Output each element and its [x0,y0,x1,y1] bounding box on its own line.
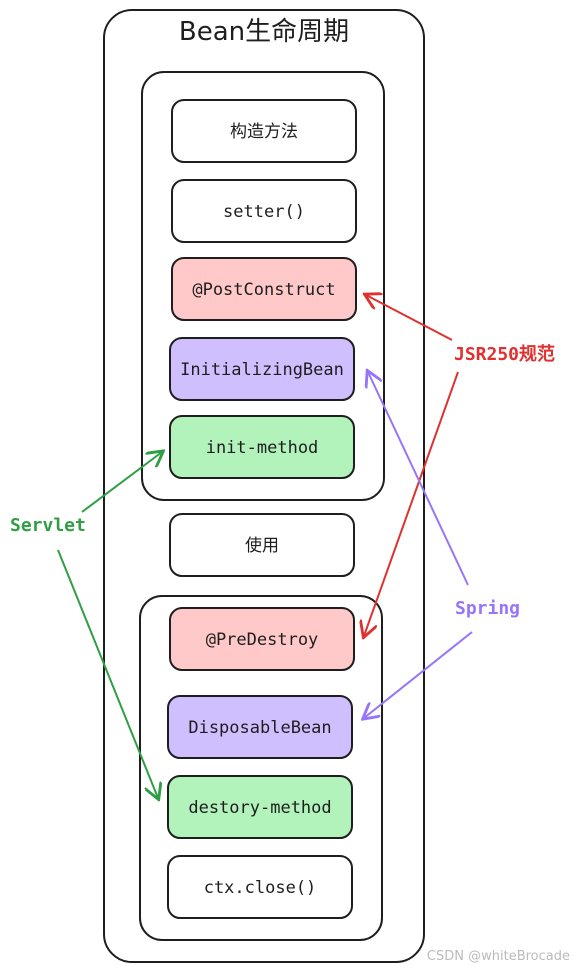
box-destory-method: destory-method [167,775,353,839]
servlet-label: Servlet [10,515,86,536]
box-pre-destroy: @PreDestroy [169,607,355,671]
spring-arrow-to-initializing-bean [368,372,469,586]
jsr250-arrow-to-post-construct [366,295,453,341]
box-constructor: 构造方法 [171,99,357,163]
box-ctx-close: ctx.close() [167,855,353,919]
box-disposable-bean-label: DisposableBean [188,718,331,738]
jsr250-label: JSR250规范 [454,343,555,365]
box-pre-destroy-label: @PreDestroy [206,630,319,650]
box-initializing-bean: InitializingBean [169,337,355,401]
box-post-construct-label: @PostConstruct [192,280,335,300]
box-init-method-label: init-method [206,438,319,458]
destroy-group [139,595,383,941]
jsr250-arrow-to-pre-destroy [364,371,459,636]
box-ctx-close-label: ctx.close() [204,878,317,898]
box-destory-method-label: destory-method [188,798,331,818]
spring-label: Spring [455,598,520,619]
box-setter-label: setter() [223,202,305,222]
box-initializing-bean-label: InitializingBean [180,360,344,380]
servlet-arrow-to-init-method [81,452,162,513]
box-setter: setter() [171,179,357,243]
box-disposable-bean: DisposableBean [167,695,353,759]
watermark: CSDN @whiteBrocade [427,949,570,964]
diagram-title: Bean生命周期 [179,17,349,47]
lifecycle-container [103,9,425,963]
box-constructor-label: 构造方法 [230,122,298,142]
box-init-method: init-method [169,415,355,479]
box-post-construct: @PostConstruct [171,257,357,321]
box-use: 使用 [169,513,355,577]
init-group [141,71,385,501]
box-use-label: 使用 [245,535,279,556]
spring-arrow-to-disposable-bean [364,631,473,718]
servlet-arrow-to-destory-method [57,549,158,798]
